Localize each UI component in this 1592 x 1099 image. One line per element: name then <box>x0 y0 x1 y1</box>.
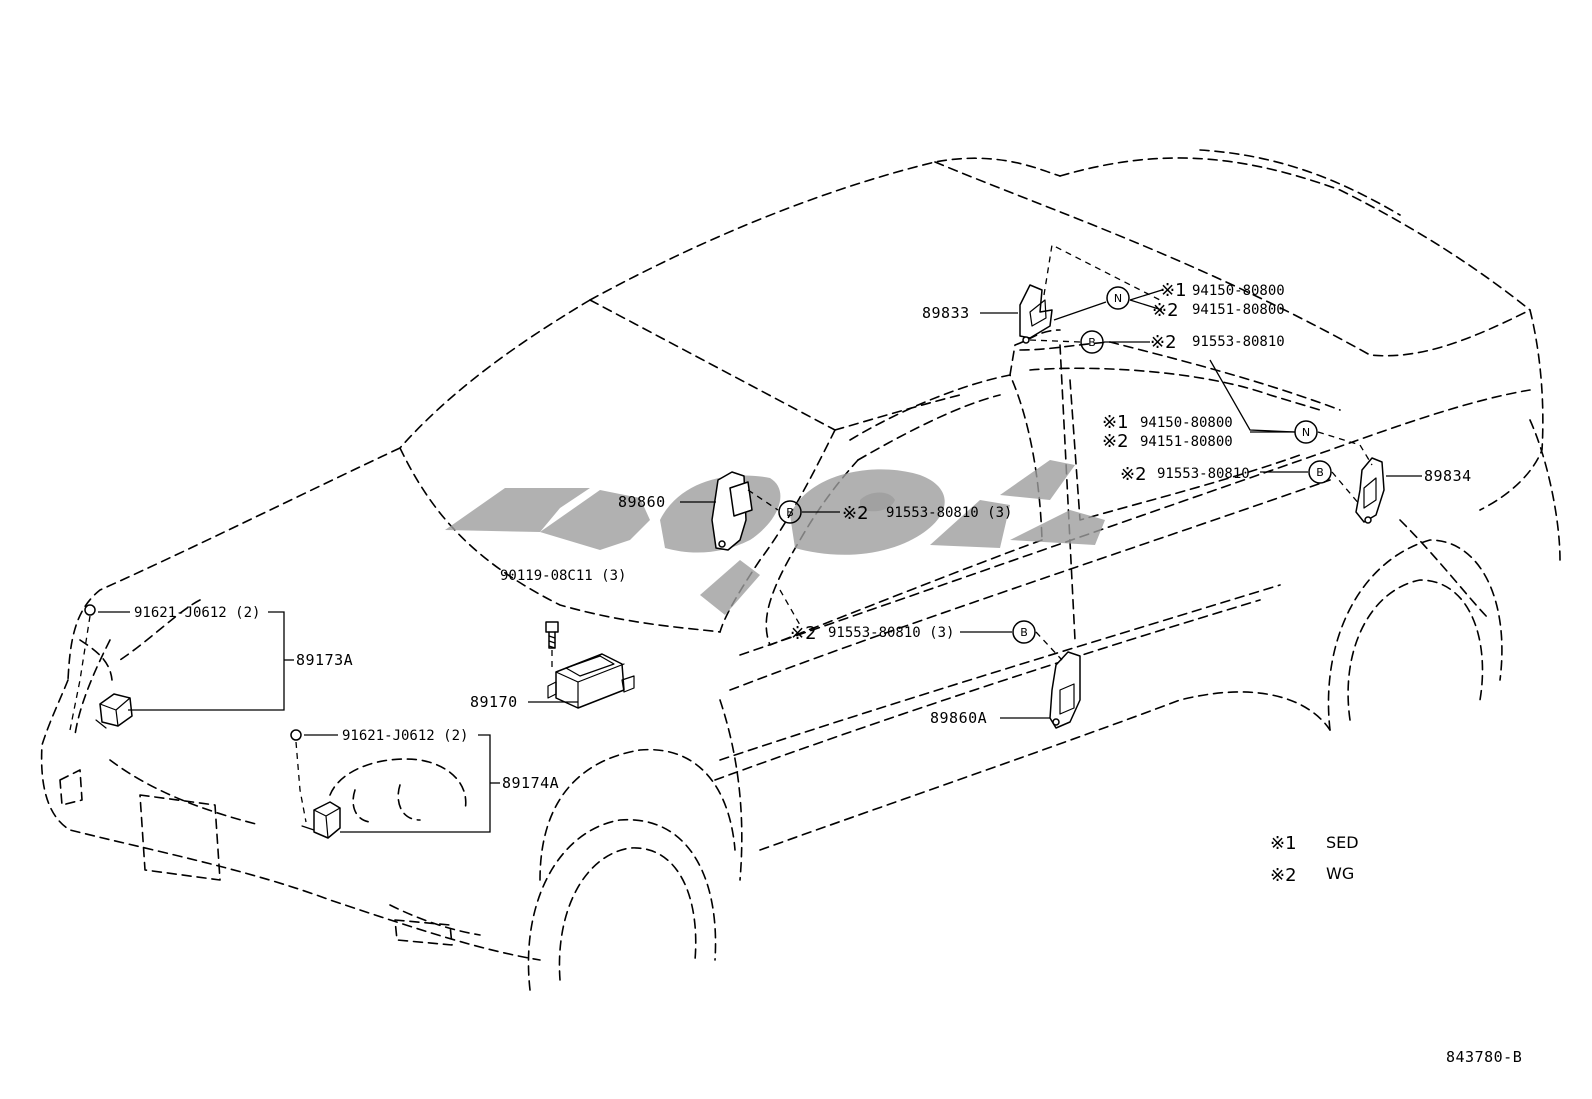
legend-mark-2: ※2 <box>1270 865 1297 886</box>
label-89834: 89834 <box>1424 467 1472 485</box>
legend-mark-1: ※1 <box>1270 833 1297 854</box>
label-mid-n2: 94151-80800 <box>1140 434 1233 450</box>
svg-text:B: B <box>1316 466 1324 479</box>
svg-text:B: B <box>1088 336 1096 349</box>
label-top-b: 91553-80810 <box>1192 334 1285 350</box>
label-mid-n1: 94150-80800 <box>1140 415 1233 431</box>
label-89173A: 89173A <box>296 651 353 669</box>
label-89860: 89860 <box>618 493 666 511</box>
label-89833: 89833 <box>922 304 970 322</box>
label-89174A: 89174A <box>502 774 559 792</box>
label-top-n2: 94151-80800 <box>1192 302 1285 318</box>
svg-text:N: N <box>1114 292 1122 305</box>
part-89170-airbag-ecu <box>547 653 635 709</box>
mark-mid-n2: ※2 <box>1102 431 1129 452</box>
legend: ※1 SED ※2 WG <box>1270 833 1359 886</box>
label-89860A: 89860A <box>930 709 987 727</box>
part-labels: 89833 89834 89860 89860A 89170 89173A 89… <box>296 304 1472 792</box>
mark-mid-b: ※2 <box>1120 464 1147 485</box>
part-89860A-side-sensor <box>1049 651 1081 729</box>
circle-marker-b-center: B <box>778 500 802 524</box>
label-mid-b: 91553-80810 <box>1157 466 1250 482</box>
legend-meaning-2: WG <box>1326 864 1354 883</box>
watermark-logo <box>445 460 1105 615</box>
circle-markers: N B N B B B <box>778 286 1332 644</box>
circle-marker-b-lower: B <box>1012 620 1036 644</box>
part-89834-sensor-bracket <box>1355 457 1385 524</box>
svg-text:B: B <box>1020 626 1028 639</box>
car-outline <box>40 149 1561 991</box>
label-top-n1: 94150-80800 <box>1192 283 1285 299</box>
mark-top-n1: ※1 <box>1160 280 1187 301</box>
label-center-b: 91553-80810 (3) <box>886 505 1012 521</box>
circle-marker-n-top: N <box>1106 286 1130 310</box>
part-89860-center-sensor <box>711 471 753 551</box>
mark-top-b: ※2 <box>1150 332 1177 353</box>
label-bolt-left: 91621-J0612 (2) <box>134 605 260 621</box>
svg-text:B: B <box>786 506 794 519</box>
bolt-91621-right-icon <box>290 729 307 823</box>
bolt-90119-icon <box>545 621 559 672</box>
circle-marker-n-mid: N <box>1294 420 1318 444</box>
leader-lines <box>98 244 1422 833</box>
label-lower-b: 91553-80810 (3) <box>828 625 954 641</box>
legend-meaning-1: SED <box>1326 833 1359 852</box>
part-89833-sensor-bracket <box>1019 284 1053 344</box>
svg-text:N: N <box>1302 426 1310 439</box>
part-89173A-front-sensor <box>95 693 133 729</box>
label-89170: 89170 <box>470 693 518 711</box>
fastener-labels: ※1 94150-80800 ※2 94151-80800 ※2 91553-8… <box>134 280 1285 744</box>
bolt-91621-left-icon <box>69 604 96 731</box>
label-bolt-right: 91621-J0612 (2) <box>342 728 468 744</box>
mark-top-n2: ※2 <box>1152 300 1179 321</box>
label-bolt-ecu: 90119-08C11 (3) <box>500 568 626 584</box>
mark-lower-b: ※2 <box>790 623 817 644</box>
part-89174A-front-sensor <box>301 801 341 839</box>
circle-marker-b-top: B <box>1080 330 1104 354</box>
drawing-number: 843780-B <box>1446 1048 1522 1066</box>
circle-marker-b-mid: B <box>1308 460 1332 484</box>
mark-center-b: ※2 <box>842 503 869 524</box>
mark-mid-n1: ※1 <box>1102 412 1129 433</box>
